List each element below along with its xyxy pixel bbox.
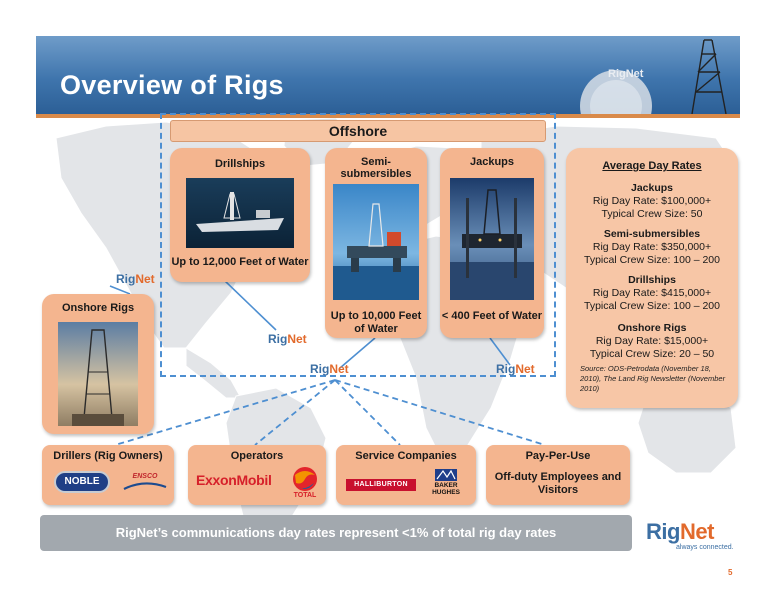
offshore-group-frame xyxy=(160,113,556,377)
ppu-body: Off-duty Employees and Visitors xyxy=(494,471,622,496)
onshore-card: Onshore Rigs xyxy=(42,294,154,434)
exxonmobil-logo: ExxonMobil xyxy=(196,472,272,488)
rate-block-semisub: Semi-submersibles Rig Day Rate: $350,000… xyxy=(584,228,720,266)
rignet-label-drillship: RigNet xyxy=(268,332,307,346)
onshore-title: Onshore Rigs xyxy=(61,302,135,314)
baker-hughes-logo: BAKER HUGHES xyxy=(424,469,468,497)
drillship-photo xyxy=(186,178,294,248)
rignet-logo-text: RigNet xyxy=(646,519,714,544)
onshore-photo xyxy=(58,322,138,426)
banner-brand: RigNet xyxy=(608,68,644,80)
service-title: Service Companies xyxy=(355,450,457,462)
rignet-logo: RigNet always connected. xyxy=(646,519,746,551)
semisub-card: Semi- submersibles Up to 10,000 Feet of … xyxy=(325,148,427,338)
operators-title: Operators xyxy=(230,450,284,462)
average-day-rates-panel: Average Day Rates Jackups Rig Day Rate: … xyxy=(566,148,738,408)
drillships-caption: Up to 12,000 Feet of Water xyxy=(171,256,309,268)
rate-block-jackups: Jackups Rig Day Rate: $100,000+ Typical … xyxy=(592,182,712,220)
category-drillers: Drillers (Rig Owners) NOBLE ENSCO xyxy=(42,445,174,505)
rignet-tagline: always connected. xyxy=(676,544,734,551)
banner-artwork xyxy=(580,39,727,114)
drillships-card: Drillships Up to 12,000 Feet of Water xyxy=(170,148,310,282)
rignet-label-semisub: RigNet xyxy=(310,362,349,376)
halliburton-logo: HALLIBURTON xyxy=(346,479,416,491)
category-pay-per-use: Pay-Per-Use Off-duty Employees and Visit… xyxy=(486,445,630,505)
drillships-title: Drillships xyxy=(214,158,266,170)
category-service: Service Companies HALLIBURTON BAKER HUGH… xyxy=(336,445,476,505)
baker-hughes-mark-icon xyxy=(435,469,457,481)
rignet-label-jackup: RigNet xyxy=(496,362,535,376)
total-mark-icon xyxy=(293,467,317,491)
jackups-card: Jackups < 400 Feet of Water xyxy=(440,148,544,338)
ppu-title: Pay-Per-Use xyxy=(525,450,591,462)
jackups-title: Jackups xyxy=(469,156,515,168)
page-title: Overview of Rigs xyxy=(60,70,284,100)
ensco-logo: ENSCO xyxy=(122,473,168,491)
rignet-label-onshore: RigNet xyxy=(116,272,155,286)
rate-block-drillships: Drillships Rig Day Rate: $415,000+ Typic… xyxy=(584,274,720,312)
total-logo: TOTAL xyxy=(288,465,322,503)
rate-block-onshore: Onshore Rigs Rig Day Rate: $15,000+ Typi… xyxy=(589,322,715,360)
offshore-header: Offshore xyxy=(170,120,546,142)
noble-logo: NOBLE xyxy=(54,471,110,493)
semisub-photo xyxy=(333,184,419,300)
semisub-caption: Up to 10,000 Feet of Water xyxy=(330,310,422,335)
semisub-title: Semi- submersibles xyxy=(340,156,412,180)
jackup-photo xyxy=(450,178,534,300)
summary-message: RigNet’s communications day rates repres… xyxy=(40,515,632,551)
page-number: 5 xyxy=(728,568,733,577)
header-banner: Overview of Rigs RigNet xyxy=(36,36,740,114)
banner-accent-line xyxy=(36,114,740,118)
rates-source: Source: ODS-Petrodata (November 18, 2010… xyxy=(580,364,726,393)
rates-title: Average Day Rates xyxy=(602,160,702,172)
drillers-title: Drillers (Rig Owners) xyxy=(53,450,163,462)
category-operators: Operators ExxonMobil TOTAL xyxy=(188,445,326,505)
jackups-caption: < 400 Feet of Water xyxy=(441,310,543,322)
